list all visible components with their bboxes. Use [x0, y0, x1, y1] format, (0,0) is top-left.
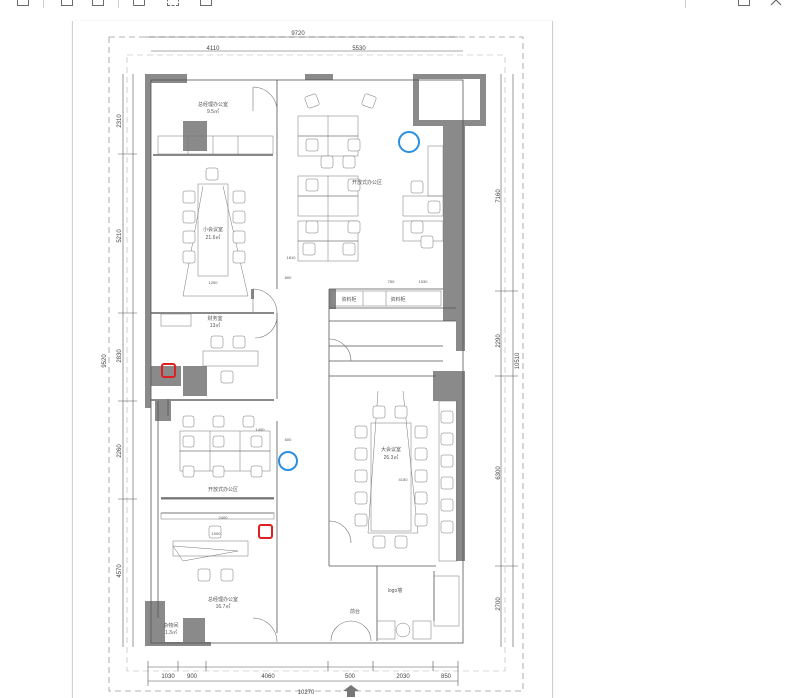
- open-office-desks-bottom: [179, 430, 271, 472]
- viewer-toolbar: [0, 0, 791, 8]
- red-square-marker[interactable]: [258, 524, 273, 539]
- dim-left-5: 4570: [117, 564, 123, 578]
- document-page: 9720 4110 5530 1030 900 4060 500 2030 85…: [72, 21, 553, 698]
- toolbar-divider: [118, 0, 119, 8]
- dim-right-3: 6300: [496, 466, 502, 480]
- fit-page-icon[interactable]: [17, 0, 29, 6]
- meeting-small-chairs: [182, 167, 246, 264]
- label-cabinet-1: 资料柜: [341, 296, 356, 303]
- dim-bottom-1: 1030: [161, 674, 175, 680]
- room-storage: 杂物间: [163, 622, 178, 629]
- dim-left-3: 2830: [117, 349, 123, 363]
- dim-label-1530: 1530: [419, 279, 429, 284]
- dim-bottom-2: 900: [187, 674, 198, 680]
- meeting-large-furniture: [367, 390, 458, 562]
- open-office-chairs-top: [302, 93, 441, 256]
- manager-office-bottom-furniture: [160, 512, 275, 562]
- dim-label-1200: 1200: [209, 280, 219, 285]
- dim-bottom-6: 850: [441, 674, 452, 680]
- blue-circle-marker[interactable]: [278, 451, 298, 471]
- cabinet-row-top: [157, 135, 274, 155]
- finance-chairs: [210, 335, 246, 384]
- room-manager-office-top-area: 9.5㎡: [207, 108, 219, 115]
- manager-office-bottom-chairs: [197, 525, 234, 582]
- dim-bottom-3: 4060: [261, 674, 275, 680]
- finance-furniture: [160, 313, 259, 367]
- dim-left-1: 2310: [117, 114, 123, 128]
- dim-bottom-4: 500: [345, 674, 356, 680]
- dim-label-600: 600: [285, 437, 292, 442]
- dim-label-2400: 2400: [219, 515, 229, 520]
- dim-top-left: 4110: [207, 46, 221, 52]
- room-meeting-large: 大会议室: [381, 446, 401, 453]
- dim-right-1: 7160: [496, 189, 502, 203]
- room-finance: 财务室: [207, 315, 222, 322]
- room-meeting-small: 小会议室: [203, 226, 223, 233]
- room-manager-office-bottom-area: 16.7㎡: [216, 603, 231, 610]
- meeting-large-chairs: [354, 405, 454, 549]
- room-storage-area: 1.3㎡: [165, 629, 177, 636]
- room-manager-office-bottom: 总经理办公室: [208, 596, 238, 603]
- dim-bottom-5: 2030: [396, 674, 410, 680]
- dim-bottom-total: 10270: [298, 690, 315, 696]
- open-office-chairs-bottom: [182, 415, 263, 478]
- window-icon[interactable]: [200, 0, 212, 6]
- room-finance-area: 13㎡: [210, 322, 221, 329]
- walls: [145, 74, 486, 646]
- inner-dashed-border: [126, 54, 506, 672]
- room-reception: 前台: [350, 608, 360, 615]
- dim-left-2: 5210: [117, 229, 123, 243]
- cabinet-strip: [330, 290, 442, 307]
- reception-furniture: [376, 575, 460, 640]
- red-square-marker[interactable]: [161, 363, 176, 378]
- dim-left-total: 9520: [102, 354, 108, 368]
- zoom-in-icon[interactable]: [92, 0, 104, 6]
- room-open-office-top: 开放式办公区: [352, 179, 382, 186]
- fullscreen-icon[interactable]: [167, 0, 179, 6]
- toolbar-divider: [685, 0, 686, 8]
- dim-label-800: 800: [285, 275, 292, 280]
- dim-right-4: 2700: [496, 597, 502, 611]
- dim-top-total: 9720: [291, 31, 305, 37]
- door-swings: [252, 86, 372, 643]
- delete-icon[interactable]: [133, 0, 145, 6]
- dim-top-right: 5530: [352, 46, 366, 52]
- zoom-out-icon[interactable]: [61, 0, 73, 6]
- dim-right-2: 2290: [496, 334, 502, 348]
- room-open-office-bottom: 开放式办公区: [208, 486, 238, 493]
- dim-label-1810: 1810: [287, 255, 297, 260]
- room-manager-office-top: 总经理办公室: [198, 101, 228, 108]
- dim-label-1400: 1400: [256, 427, 266, 432]
- dim-label-1000: 1000: [212, 531, 222, 536]
- label-cabinet-2: 资料柜: [390, 296, 405, 303]
- close-icon[interactable]: [770, 0, 782, 6]
- dim-right-total: 10510: [515, 352, 521, 369]
- blue-circle-marker[interactable]: [398, 131, 420, 153]
- entrance-arrow-icon: [343, 685, 359, 697]
- room-meeting-large-area: 26.3㎡: [384, 454, 399, 461]
- toolbar-divider: [43, 0, 44, 8]
- dim-label-4150: 4150: [399, 477, 409, 482]
- dim-label-750: 750: [388, 279, 395, 284]
- room-meeting-small-area: 21.6㎡: [206, 234, 221, 241]
- label-logo-wall: logo墙: [388, 587, 402, 594]
- dim-left-4: 2260: [117, 444, 123, 458]
- floor-plan: 9720 4110 5530 1030 900 4060 500 2030 85…: [102, 31, 524, 697]
- restore-icon[interactable]: [738, 0, 750, 6]
- drawing-border: [108, 36, 524, 692]
- dimension-lines: [118, 36, 518, 686]
